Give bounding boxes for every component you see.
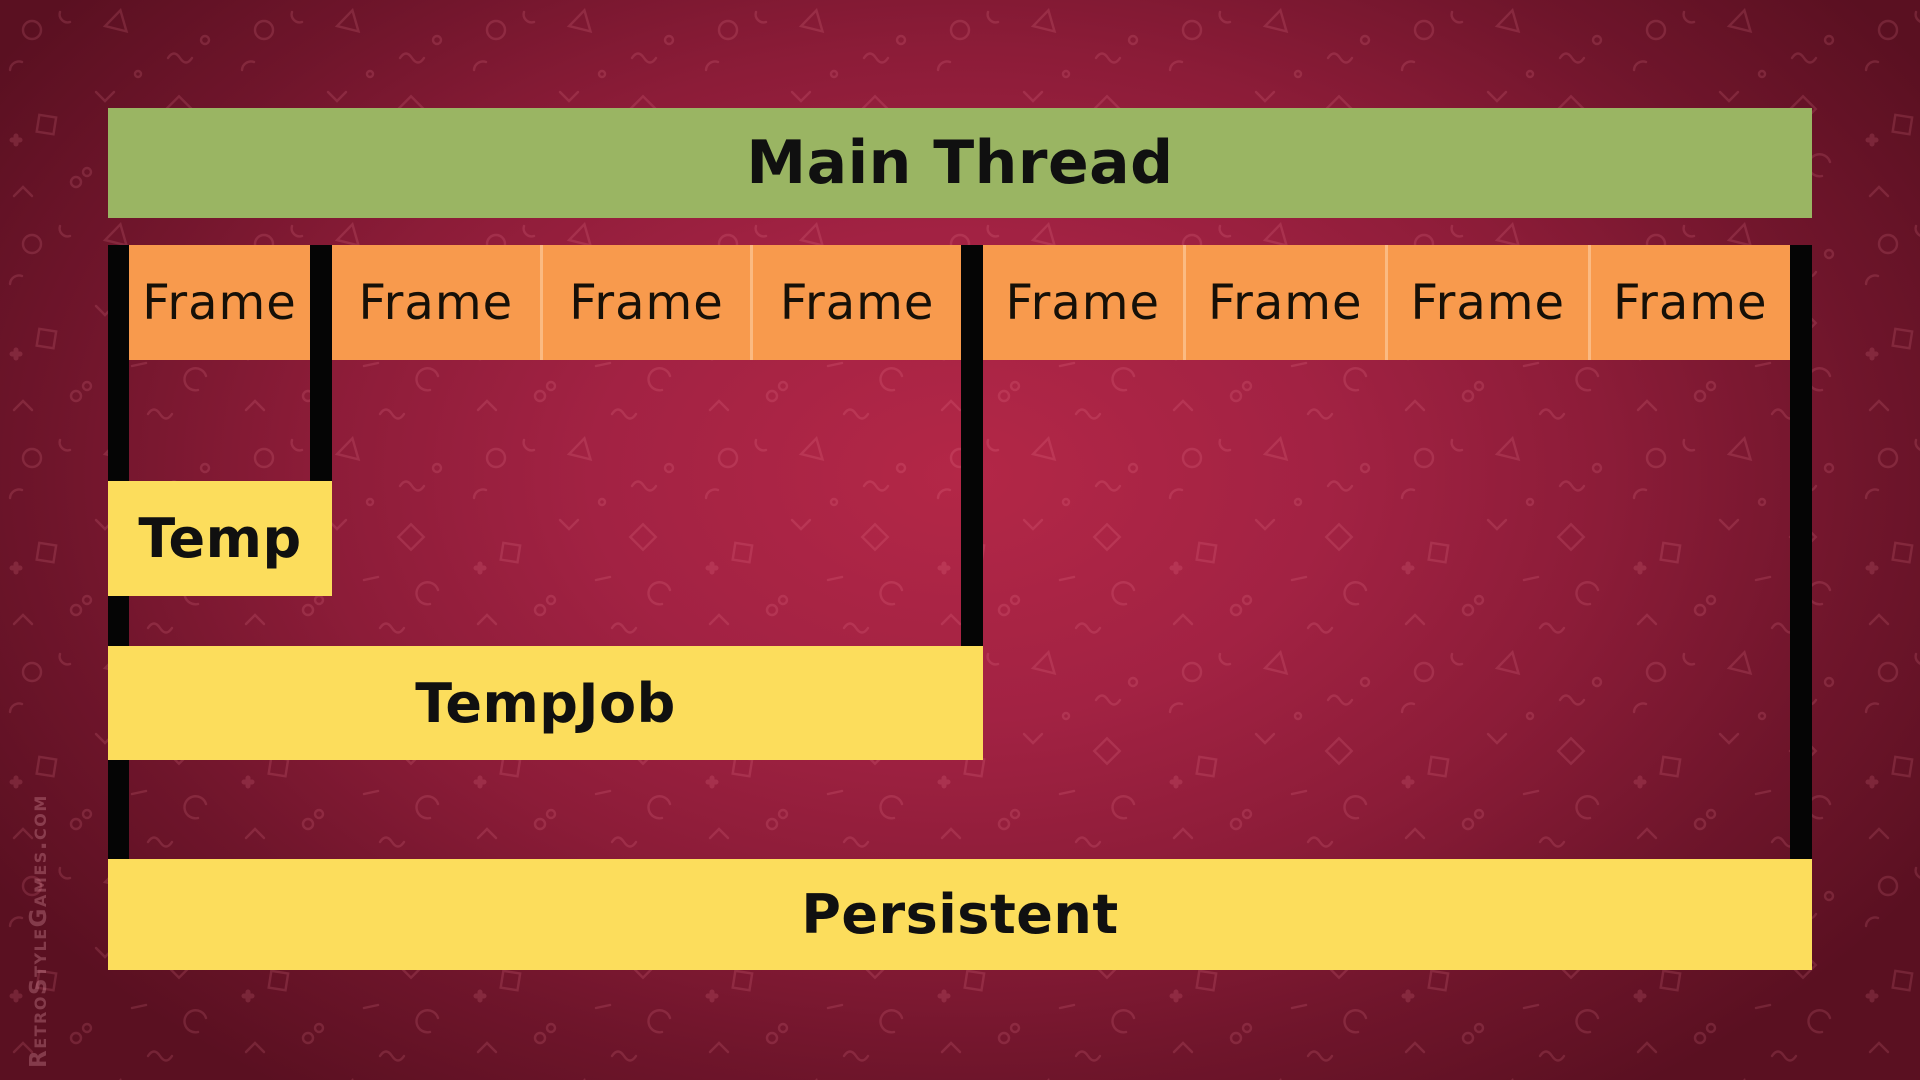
frame-cell: Frame <box>750 245 962 360</box>
persistent-label: Persistent <box>801 883 1119 946</box>
frame-cell: Frame <box>983 245 1183 360</box>
boundary-bar-left-bottom <box>108 760 129 859</box>
frame-label: Frame <box>142 274 297 331</box>
frame-label: Frame <box>779 274 935 331</box>
boundary-bar-temp-right <box>310 245 332 481</box>
boundary-bar-tempjob-right <box>961 245 983 646</box>
frame-label: Frame <box>1410 274 1566 331</box>
watermark: RetroStyleGames.com <box>26 794 52 1068</box>
temp-allocator-block: Temp <box>108 481 332 596</box>
main-thread-bar: Main Thread <box>108 108 1812 218</box>
frame-cell: Frame <box>539 245 751 360</box>
frame-cell: Frame <box>129 245 310 360</box>
boundary-bar-left-top <box>108 245 129 481</box>
frame-group-middle: Frame Frame Frame <box>332 245 962 360</box>
temp-label: Temp <box>138 507 302 570</box>
frame-label: Frame <box>358 274 514 331</box>
tempjob-allocator-block: TempJob <box>108 646 983 760</box>
frame-cell: Frame <box>332 245 540 360</box>
frame-label: Frame <box>1207 274 1363 331</box>
frame-group-right: Frame Frame Frame Frame <box>983 245 1790 360</box>
frame-label: Frame <box>569 274 724 331</box>
boundary-bar-left-middle <box>108 596 129 646</box>
frame-label: Frame <box>1005 274 1161 331</box>
main-thread-label: Main Thread <box>746 128 1174 198</box>
boundary-bar-right <box>1790 245 1812 859</box>
frame-cell: Frame <box>1182 245 1385 360</box>
persistent-allocator-block: Persistent <box>108 859 1812 970</box>
tempjob-label: TempJob <box>415 671 676 735</box>
frame-label: Frame <box>1612 274 1768 331</box>
frame-cell: Frame <box>1587 245 1790 360</box>
frame-cell: Frame <box>1385 245 1588 360</box>
